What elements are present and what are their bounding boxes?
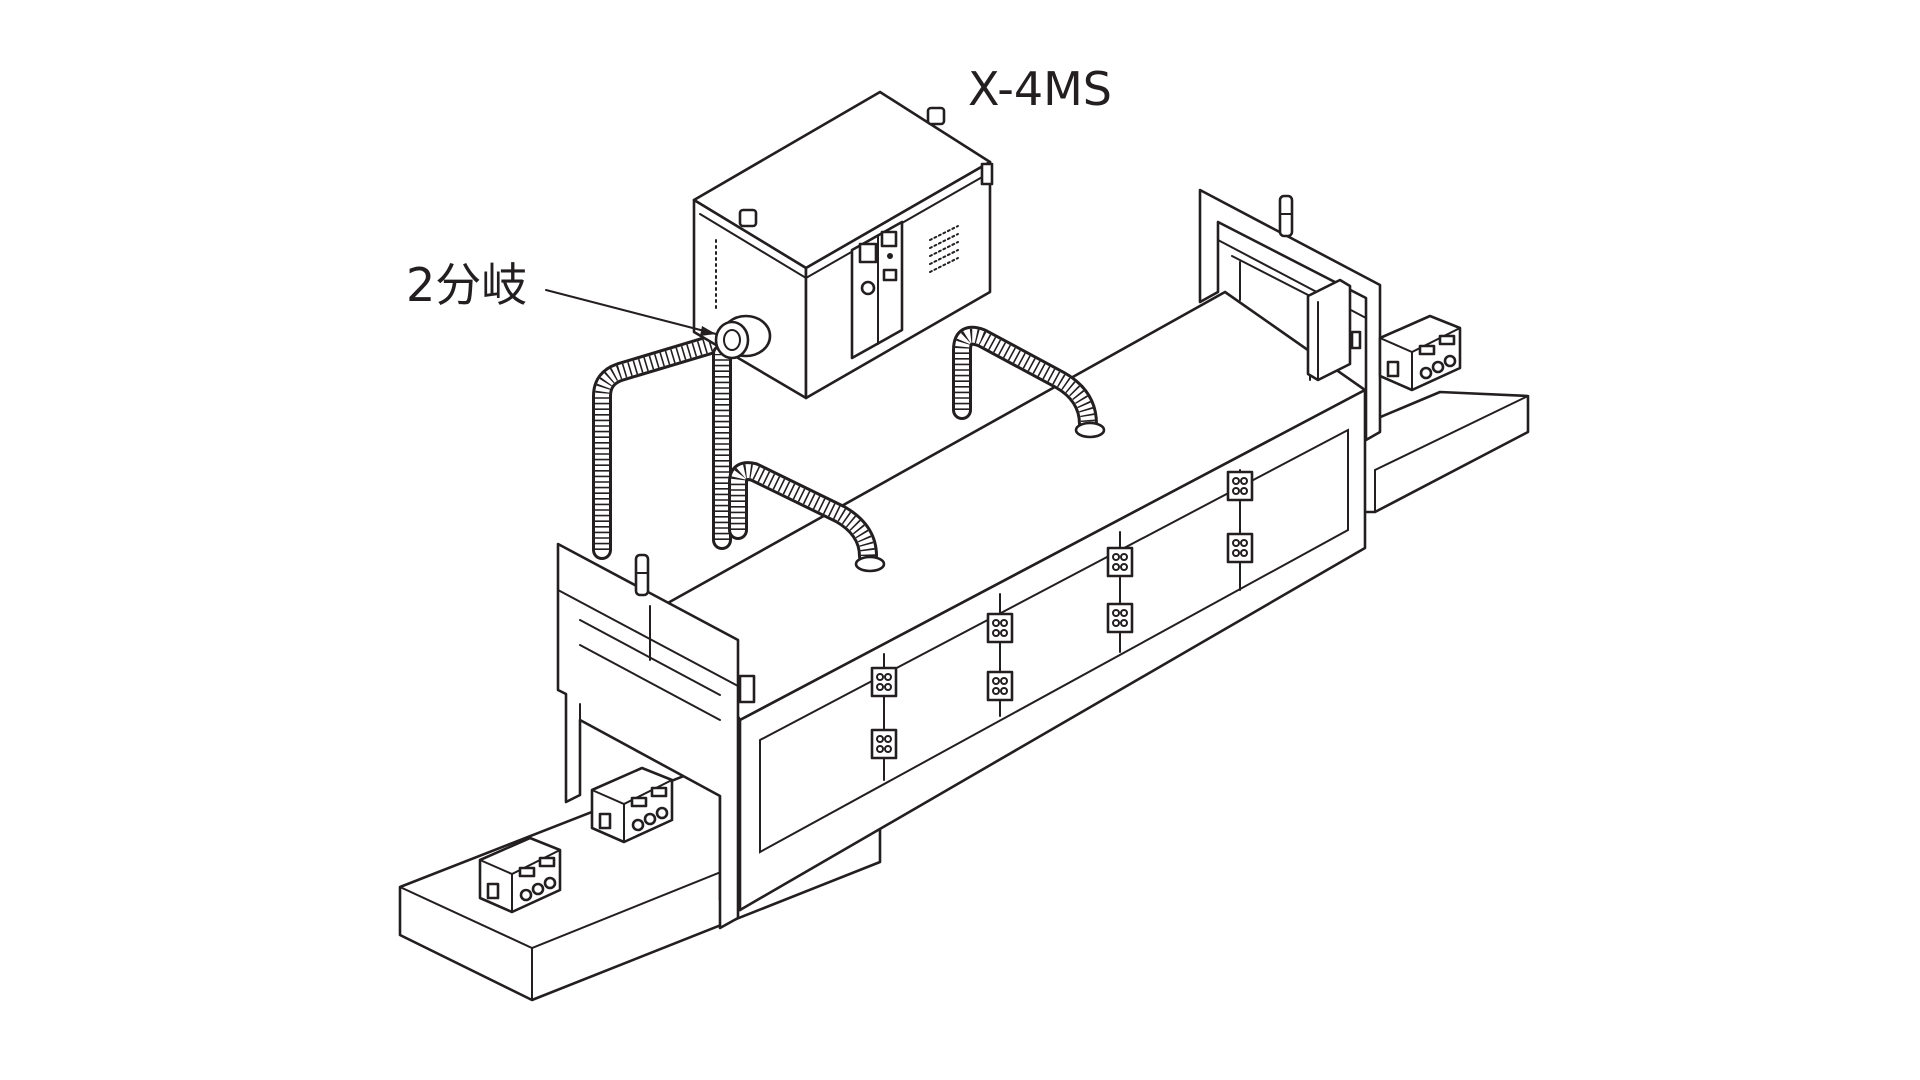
hinge-icon <box>1106 602 1134 634</box>
hinge-icon <box>870 666 898 698</box>
vent-grille <box>929 225 959 273</box>
hinge-icon <box>870 728 898 760</box>
model-label: X-4MS <box>968 62 1112 116</box>
hinge-icon <box>986 612 1014 644</box>
workpiece <box>478 836 562 914</box>
oven-tunnel <box>664 290 1367 912</box>
door-hinges <box>870 470 1254 760</box>
hinge-icon <box>1226 470 1254 502</box>
branch-label: 2分岐 <box>406 258 528 312</box>
workpiece <box>590 766 674 844</box>
hinge-icon <box>986 670 1014 702</box>
hinge-icon <box>1226 532 1254 564</box>
flexible-hoses <box>592 325 1106 573</box>
back-gate <box>1198 188 1382 442</box>
branch-leader <box>545 289 717 336</box>
hinge-icon <box>1106 546 1134 578</box>
front-gate <box>556 542 756 930</box>
dust-collector-unit <box>692 90 994 400</box>
workpiece <box>1378 314 1462 392</box>
